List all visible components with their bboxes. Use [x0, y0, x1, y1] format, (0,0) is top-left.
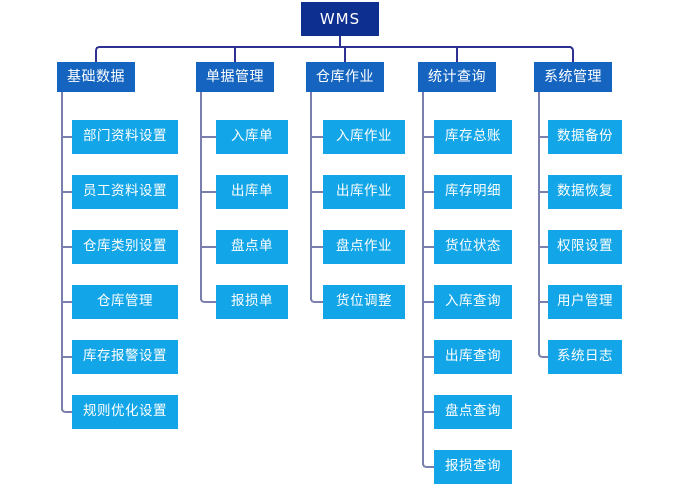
- node-category-2[interactable]: 单据管理: [196, 62, 274, 92]
- node-root-wms[interactable]: WMS: [301, 2, 379, 36]
- node-leaf-2-4[interactable]: 报损单: [216, 285, 288, 319]
- node-category-4[interactable]: 统计查询: [418, 62, 496, 92]
- node-leaf-3-4[interactable]: 货位调整: [323, 285, 405, 319]
- node-category-5[interactable]: 系统管理: [534, 62, 612, 92]
- node-leaf-1-6[interactable]: 规则优化设置: [72, 395, 178, 429]
- node-leaf-4-3[interactable]: 货位状态: [434, 230, 512, 264]
- node-leaf-5-5[interactable]: 系统日志: [548, 340, 622, 374]
- node-leaf-2-1[interactable]: 入库单: [216, 120, 288, 154]
- node-leaf-5-2[interactable]: 数据恢复: [548, 175, 622, 209]
- node-leaf-4-4[interactable]: 入库查询: [434, 285, 512, 319]
- node-leaf-1-2[interactable]: 员工资料设置: [72, 175, 178, 209]
- node-leaf-1-3[interactable]: 仓库类别设置: [72, 230, 178, 264]
- node-leaf-3-1[interactable]: 入库作业: [323, 120, 405, 154]
- node-leaf-5-3[interactable]: 权限设置: [548, 230, 622, 264]
- node-leaf-4-7[interactable]: 报损查询: [434, 450, 512, 484]
- node-leaf-1-4[interactable]: 仓库管理: [72, 285, 178, 319]
- node-category-3[interactable]: 仓库作业: [306, 62, 384, 92]
- node-leaf-4-6[interactable]: 盘点查询: [434, 395, 512, 429]
- node-leaf-1-1[interactable]: 部门资料设置: [72, 120, 178, 154]
- node-leaf-3-2[interactable]: 出库作业: [323, 175, 405, 209]
- node-leaf-2-2[interactable]: 出库单: [216, 175, 288, 209]
- node-leaf-1-5[interactable]: 库存报警设置: [72, 340, 178, 374]
- node-leaf-2-3[interactable]: 盘点单: [216, 230, 288, 264]
- node-leaf-5-1[interactable]: 数据备份: [548, 120, 622, 154]
- node-leaf-4-5[interactable]: 出库查询: [434, 340, 512, 374]
- node-leaf-5-4[interactable]: 用户管理: [548, 285, 622, 319]
- node-category-1[interactable]: 基础数据: [57, 62, 135, 92]
- node-leaf-4-1[interactable]: 库存总账: [434, 120, 512, 154]
- node-leaf-4-2[interactable]: 库存明细: [434, 175, 512, 209]
- node-leaf-3-3[interactable]: 盘点作业: [323, 230, 405, 264]
